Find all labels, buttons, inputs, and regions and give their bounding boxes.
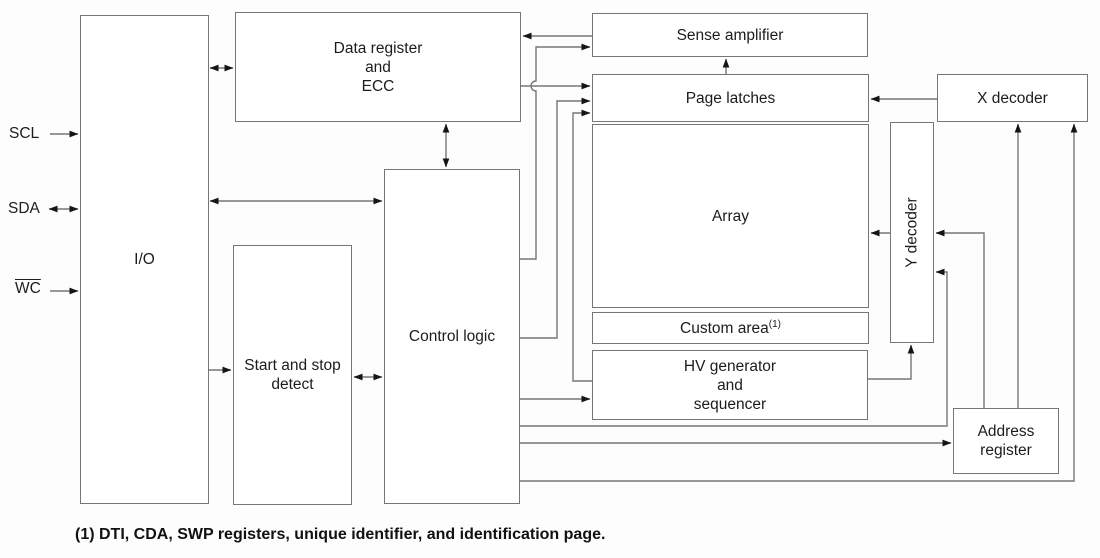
block-data-register-label: Data register xyxy=(333,39,423,57)
block-address-register-label: Address xyxy=(977,423,1035,440)
block-address-register: Address register xyxy=(953,408,1059,474)
wire-hvgenerator-to-ydecoder xyxy=(868,344,915,380)
block-page-latches: Page latches xyxy=(592,74,869,122)
block-data-register-label: ECC xyxy=(361,77,395,95)
wire-controllogic-to-senseamp xyxy=(520,43,591,260)
wire-controllogic-to-xdecoder xyxy=(520,123,1078,482)
signal-label-wc: WC xyxy=(15,280,41,297)
block-y-decoder-label: Y decoder xyxy=(903,197,921,268)
block-array-label: Array xyxy=(711,207,750,225)
wire-controllogic-to-ydecoder xyxy=(520,268,948,427)
signal-label-scl: SCL xyxy=(9,125,40,142)
signal-label-sda: SDA xyxy=(8,200,40,217)
block-hv-generator-label: and xyxy=(717,376,743,394)
block-address-register-label: register xyxy=(980,442,1032,459)
block-data-register-label: and xyxy=(365,58,391,76)
block-io: I/O xyxy=(80,15,209,504)
block-x-decoder-label: X decoder xyxy=(977,89,1048,107)
block-hv-generator: HV generator and sequencer xyxy=(592,350,868,420)
block-custom-area-text: Custom area xyxy=(680,319,769,337)
block-x-decoder: X decoder xyxy=(937,74,1088,122)
wire-addressregister-to-ydecoder xyxy=(935,229,985,408)
block-start-stop-detect: Start and stop detect xyxy=(233,245,352,505)
block-io-label: I/O xyxy=(134,251,155,268)
block-start-stop-detect-label: Start and stop xyxy=(244,357,341,374)
block-custom-area-label: Custom area(1) xyxy=(680,319,781,338)
wire-hvgenerator-to-pagelatches xyxy=(572,109,593,382)
block-start-stop-detect-label: detect xyxy=(271,376,314,393)
block-control-logic-label: Control logic xyxy=(408,328,496,345)
block-y-decoder: Y decoder xyxy=(890,122,934,343)
block-hv-generator-label: sequencer xyxy=(693,395,767,413)
footnote-text: (1) DTI, CDA, SWP registers, unique iden… xyxy=(75,526,606,543)
block-sense-amplifier-label: Sense amplifier xyxy=(676,26,784,44)
wire-controllogic-to-pagelatches xyxy=(520,97,591,339)
block-hv-generator-label: HV generator xyxy=(683,357,777,375)
block-custom-area: Custom area(1) xyxy=(592,312,869,344)
block-control-logic: Control logic xyxy=(384,169,520,504)
block-page-latches-label: Page latches xyxy=(685,89,776,107)
block-sense-amplifier: Sense amplifier xyxy=(592,13,868,57)
block-array: Array xyxy=(592,124,869,308)
footnote-marker: (1) xyxy=(768,318,781,330)
block-data-register: Data register and ECC xyxy=(235,12,521,122)
